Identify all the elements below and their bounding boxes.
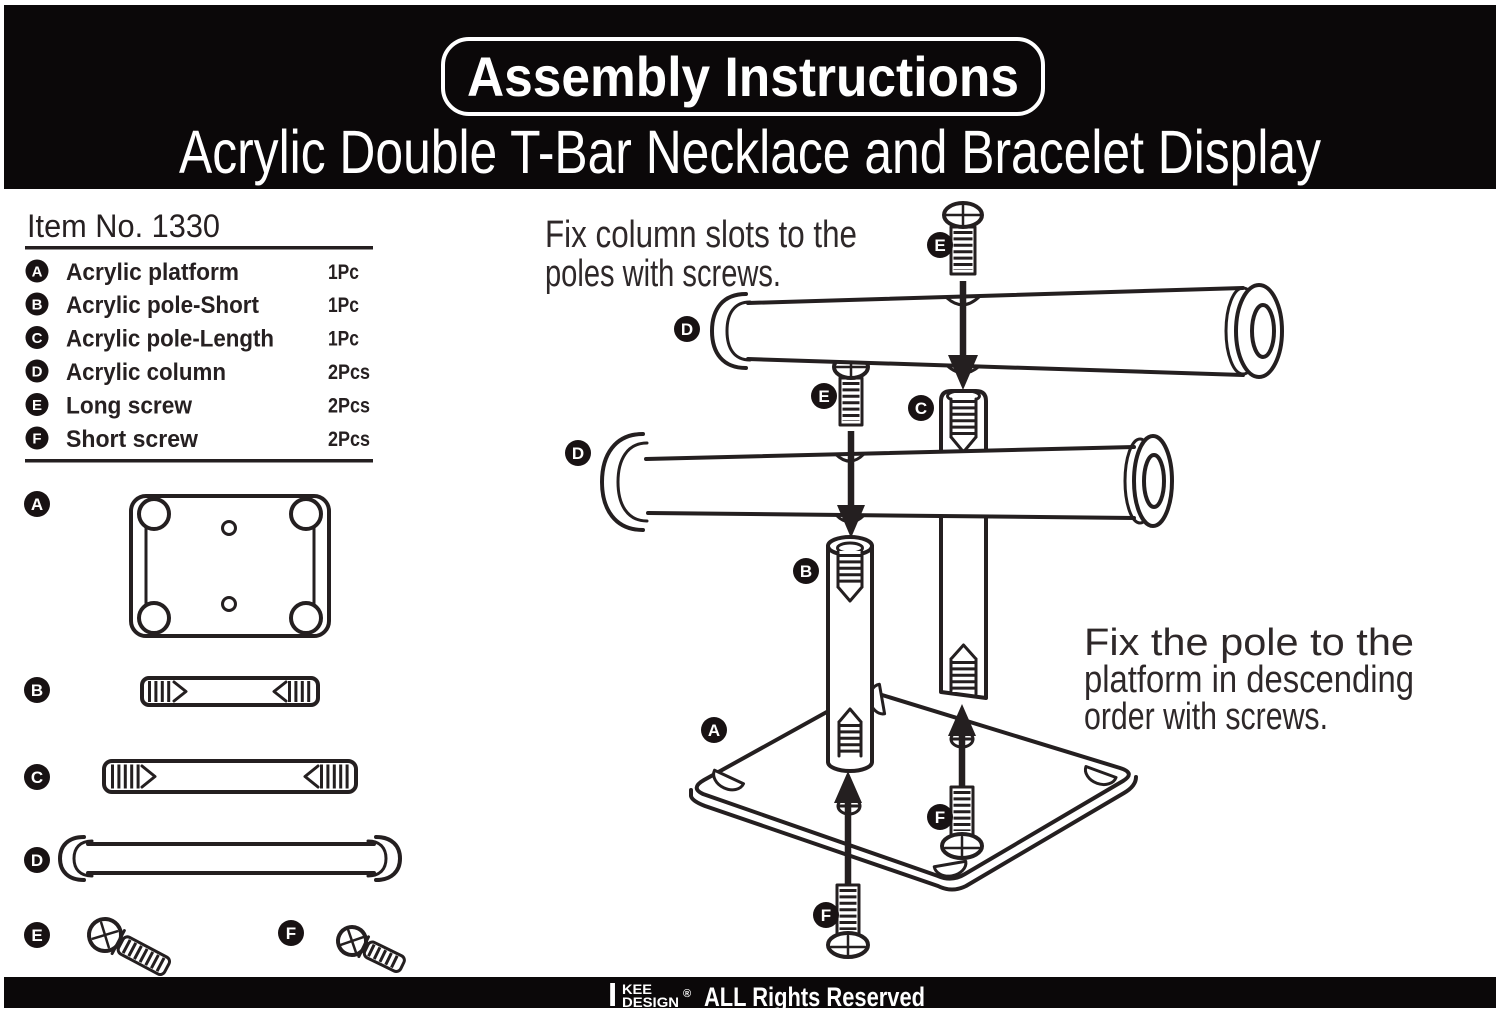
- badge-d: D: [572, 444, 584, 463]
- parts-list-row: F Short screw 2Pcs: [25, 426, 370, 453]
- part-badge-letter: A: [32, 264, 43, 281]
- note-line: Fix column slots to the: [545, 214, 857, 256]
- page-subtitle: Acrylic Double T-Bar Necklace and Bracel…: [179, 118, 1321, 186]
- brand-logo-design: DESIGN: [622, 994, 679, 1010]
- badge-d: D: [681, 320, 693, 339]
- short-screw-right: [940, 704, 984, 860]
- short-screw-left: [826, 771, 870, 959]
- pole-short-assembled: [826, 535, 874, 773]
- page-title: Assembly Instructions: [467, 45, 1019, 108]
- part-name: Acrylic platform: [66, 259, 239, 286]
- badge-b: B: [800, 562, 812, 581]
- registered-mark: ®: [683, 988, 691, 1000]
- badge-e: E: [31, 926, 42, 945]
- parts-list: Item No. 1330 A Acrylic platform 1Pc B A…: [25, 208, 373, 463]
- part-qty: 2Pcs: [328, 395, 370, 418]
- part-name: Acrylic column: [66, 359, 226, 386]
- assembly-diagram: [600, 201, 1284, 959]
- parts-list-row: D Acrylic column 2Pcs: [25, 359, 370, 386]
- platform-assembled: [689, 682, 1138, 892]
- part-badge: [25, 259, 49, 283]
- part-c-long-pole-drawing: [102, 759, 358, 794]
- badge-f: F: [935, 808, 945, 827]
- part-qty: 1Pc: [328, 261, 359, 284]
- item-number: Item No. 1330: [27, 208, 220, 244]
- part-badge-letter: E: [32, 397, 42, 414]
- diagram-badges: A B C D E F E D E C D B A F F: [24, 232, 953, 948]
- parts-list-row: B Acrylic pole-Short 1Pc: [25, 292, 359, 319]
- badge-c: C: [31, 768, 43, 787]
- list-rule-bottom: [25, 459, 373, 463]
- part-name: Acrylic pole-Short: [66, 292, 259, 319]
- header-background: [4, 5, 1496, 189]
- part-qty: 2Pcs: [328, 428, 370, 451]
- part-badge: [25, 359, 49, 383]
- brand-logo-i: I: [608, 976, 617, 1012]
- part-badge: [25, 426, 49, 450]
- rights-text: ALL Rights Reserved: [704, 982, 925, 1012]
- badge-a: A: [31, 495, 43, 514]
- header-band: Assembly Instructions Acrylic Double T-B…: [4, 5, 1496, 189]
- part-name: Long screw: [66, 393, 192, 420]
- part-name: Short screw: [66, 426, 198, 453]
- parts-list-row: C Acrylic pole-Length 1Pc: [25, 326, 359, 353]
- badge-a: A: [708, 721, 720, 740]
- part-a-platform-drawing: [129, 494, 331, 638]
- note-line: order with screws.: [1084, 696, 1328, 738]
- part-e-long-screw-drawing: [87, 917, 172, 976]
- title-border-box: [441, 37, 1045, 116]
- part-badge-letter: B: [32, 297, 43, 314]
- part-badge: [25, 292, 49, 316]
- footer-background: [4, 977, 1496, 1008]
- note-line: poles with screws.: [545, 253, 781, 295]
- part-qty: 2Pcs: [328, 361, 370, 384]
- part-qty: 1Pc: [328, 328, 359, 351]
- badge-e: E: [818, 387, 829, 406]
- long-screw-top: [942, 201, 984, 390]
- part-badge: [25, 393, 49, 416]
- note-line: Fix the pole to the: [1084, 622, 1414, 664]
- badge-d: D: [31, 851, 43, 870]
- note-step1: Fix column slots to the poles with screw…: [545, 214, 857, 295]
- part-name: Acrylic pole-Length: [66, 326, 274, 353]
- badge-c: C: [915, 399, 927, 418]
- badge-b: B: [31, 681, 43, 700]
- parts-list-row: A Acrylic platform 1Pc: [25, 259, 359, 286]
- part-d-column-tube-drawing: [58, 835, 402, 882]
- part-badge-letter: D: [32, 364, 43, 381]
- long-screw-mid: [832, 354, 870, 538]
- pole-length-assembled: [939, 389, 988, 700]
- part-qty: 1Pc: [328, 294, 359, 317]
- list-rule-top: [25, 246, 373, 250]
- part-badge: [25, 326, 49, 349]
- brand-logo-kee: KEE: [622, 981, 652, 997]
- part-f-short-screw-drawing: [336, 925, 406, 974]
- column-bar-lower: [600, 432, 1174, 532]
- badge-f: F: [286, 924, 296, 943]
- part-badge-letter: F: [32, 431, 41, 448]
- note-step2: Fix the pole to the platform in descendi…: [1084, 622, 1414, 738]
- column-bar-upper: [710, 283, 1284, 379]
- part-badge-letter: C: [32, 330, 43, 347]
- badge-e: E: [934, 236, 945, 255]
- parts-list-row: E Long screw 2Pcs: [25, 393, 370, 420]
- badge-f: F: [821, 906, 831, 925]
- note-line: platform in descending: [1084, 659, 1414, 701]
- footer-band: I KEE DESIGN ® ALL Rights Reserved: [4, 976, 1496, 1012]
- part-b-short-pole-drawing: [140, 676, 320, 707]
